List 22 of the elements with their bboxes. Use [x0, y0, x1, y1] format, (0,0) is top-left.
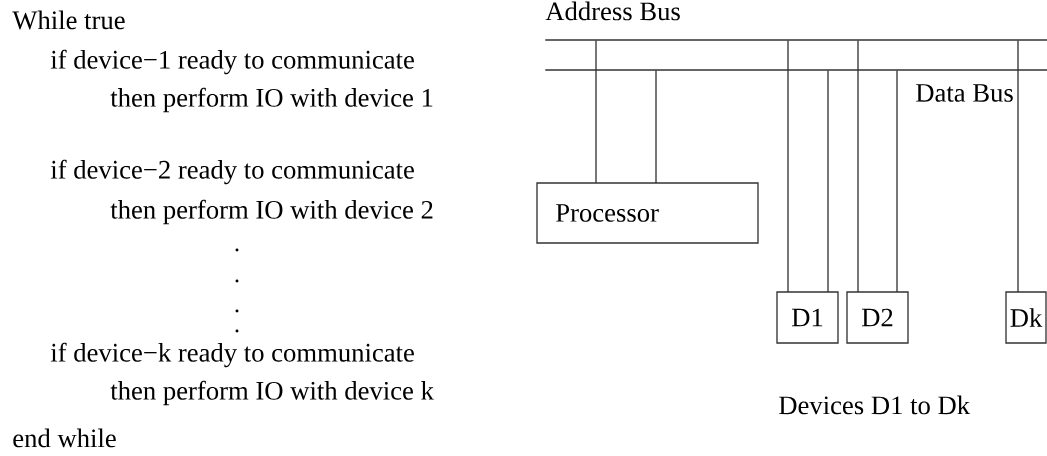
bus-connection — [595, 40, 597, 183]
bus-connection — [857, 40, 859, 292]
bus-connection — [787, 40, 789, 292]
code-line: then perform IO with device k — [110, 380, 434, 406]
code-line: then perform IO with device 1 — [110, 87, 433, 113]
device-box: D1 — [776, 291, 839, 344]
code-line: end while — [13, 428, 116, 448]
bus-connection — [655, 70, 657, 183]
code-line: if device−1 ready to communicate — [50, 49, 414, 75]
code-line: While true — [12, 10, 125, 30]
bus-line: Data Bus — [545, 69, 1047, 102]
bus-connection — [1017, 40, 1019, 292]
bus-connection — [827, 70, 829, 292]
device-box: D2 — [846, 291, 909, 344]
code-line: then perform IO with device 2 — [110, 199, 433, 225]
code-line: if device−k ready to communicate — [50, 342, 414, 368]
device-box: Dk — [1005, 291, 1047, 344]
bus-connection — [896, 70, 898, 292]
processor-box: Processor — [536, 182, 759, 244]
code-line: if device−2 ready to communicate — [50, 159, 414, 185]
caption: Devices D1 to Dk — [779, 395, 971, 415]
bus-line: Address Bus — [545, 1, 1047, 41]
